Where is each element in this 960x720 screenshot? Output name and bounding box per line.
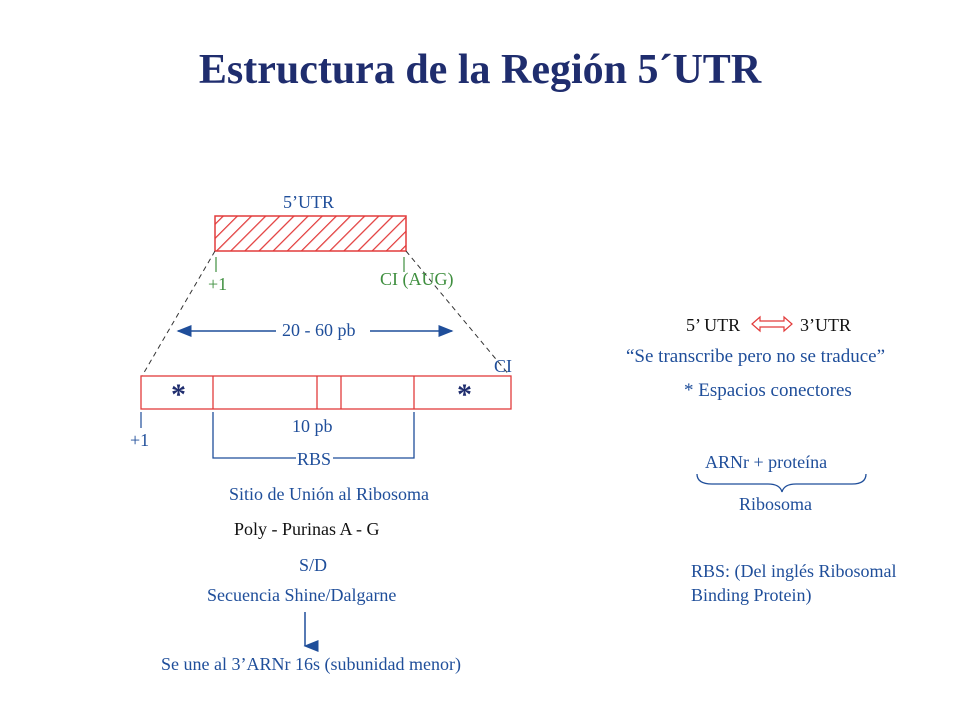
- binds-label: Se une al 3’ARNr 16s (subunidad menor): [161, 654, 461, 674]
- rbs-definition-line1: RBS: (Del inglés Ribosomal: [691, 561, 897, 581]
- spacer-star-right: *: [457, 378, 472, 411]
- sd-full-label: Secuencia Shine/Dalgarne: [207, 585, 397, 605]
- zoom-line-left: [141, 250, 216, 377]
- bar-start-label: +1: [130, 430, 150, 450]
- brace: [696, 473, 867, 493]
- utr3-label: 3’UTR: [800, 315, 851, 335]
- zoom-line-right: [405, 250, 511, 377]
- spacers-label: * Espacios conectores: [684, 380, 852, 401]
- rbs-span-label: 10 pb: [292, 416, 333, 436]
- poly-purinas: Poly - Purinas A - G: [234, 519, 380, 539]
- quote-label: “Se transcribe pero no se traduce”: [626, 346, 886, 367]
- utr-end-label: CI (AUG): [380, 269, 454, 289]
- sd-label: S/D: [299, 555, 328, 575]
- page-title: Estructura de la Región 5´UTR: [198, 47, 762, 93]
- utr-start-label: +1: [208, 274, 228, 294]
- span-label: 20 - 60 pb: [282, 320, 356, 340]
- rbs-definition-line2: Binding Protein): [691, 585, 812, 605]
- rbs-bracket: [212, 412, 296, 459]
- rbs-meaning: Sitio de Unión al Ribosoma: [229, 484, 429, 504]
- arnr-protein-label: ARNr + proteína: [705, 452, 828, 472]
- utr-label: 5’UTR: [283, 192, 334, 212]
- spacer-star-left: *: [171, 378, 186, 411]
- utr5-label: 5’ UTR: [686, 315, 741, 335]
- rbs-bracket: [333, 412, 415, 459]
- double-arrow-icon: [751, 315, 793, 333]
- ribosome-label: Ribosoma: [739, 494, 813, 514]
- lower-bar: [140, 375, 512, 410]
- utr-hatched-box: [214, 215, 407, 252]
- rbs-label: RBS: [297, 449, 332, 469]
- ci-label: CI: [494, 356, 512, 376]
